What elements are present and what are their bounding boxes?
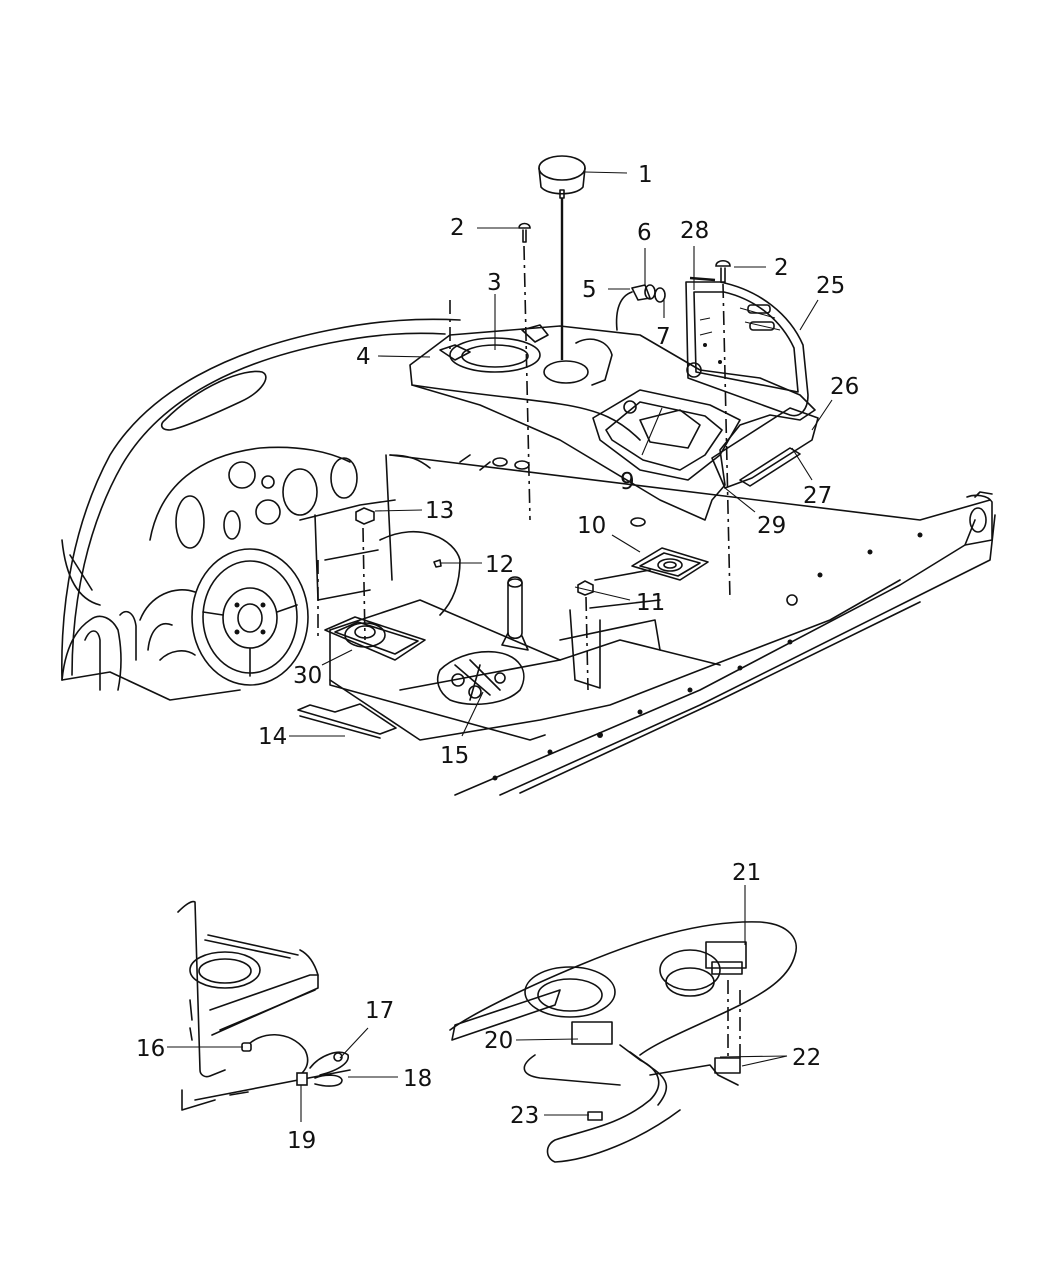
callout-10: 10 (577, 513, 606, 539)
callout-11: 11 (636, 590, 665, 616)
callout-5: 5 (582, 277, 597, 303)
floor-mat-label (297, 703, 397, 739)
callout-28: 28 (680, 218, 709, 244)
callout-9: 9 (620, 469, 635, 495)
callout-25: 25 (816, 273, 845, 299)
callout-labels: 1 2 2 3 4 5 6 7 9 10 11 12 13 14 15 16 1… (136, 162, 859, 1154)
inset-cup-holder-lamp (177, 900, 351, 1111)
callout-19: 19 (287, 1128, 316, 1154)
callout-21: 21 (732, 860, 761, 886)
callout-20: 20 (484, 1028, 513, 1054)
callout-17: 17 (365, 998, 394, 1024)
callout-3: 3 (487, 270, 502, 296)
callout-16: 16 (136, 1036, 165, 1062)
shift-boot-assembly (324, 616, 426, 661)
access-cover (631, 547, 709, 581)
floor-pan (329, 454, 996, 796)
callout-22: 22 (792, 1045, 821, 1071)
inset-console-wiring (449, 921, 797, 1163)
instrument-panel (61, 318, 461, 701)
callout-1: 1 (638, 162, 653, 188)
callout-6: 6 (637, 220, 652, 246)
center-console (409, 324, 819, 521)
callout-23: 23 (510, 1103, 539, 1129)
callout-29: 29 (757, 513, 786, 539)
callout-30: 30 (293, 663, 322, 689)
callout-14: 14 (258, 724, 287, 750)
shifter-mechanism (436, 576, 529, 706)
leader-lines (167, 171, 833, 1122)
hardware (355, 155, 731, 616)
callout-13: 13 (425, 498, 454, 524)
callout-18: 18 (403, 1066, 432, 1092)
callout-2: 2 (450, 215, 465, 241)
console-lid (685, 276, 809, 417)
steering-wheel (139, 548, 309, 686)
callout-2: 2 (774, 255, 789, 281)
callout-7: 7 (656, 324, 671, 350)
callout-15: 15 (440, 743, 469, 769)
callout-27: 27 (803, 483, 832, 509)
callout-26: 26 (830, 374, 859, 400)
callout-12: 12 (485, 552, 514, 578)
centerlines (317, 198, 731, 691)
callout-4: 4 (356, 344, 371, 370)
